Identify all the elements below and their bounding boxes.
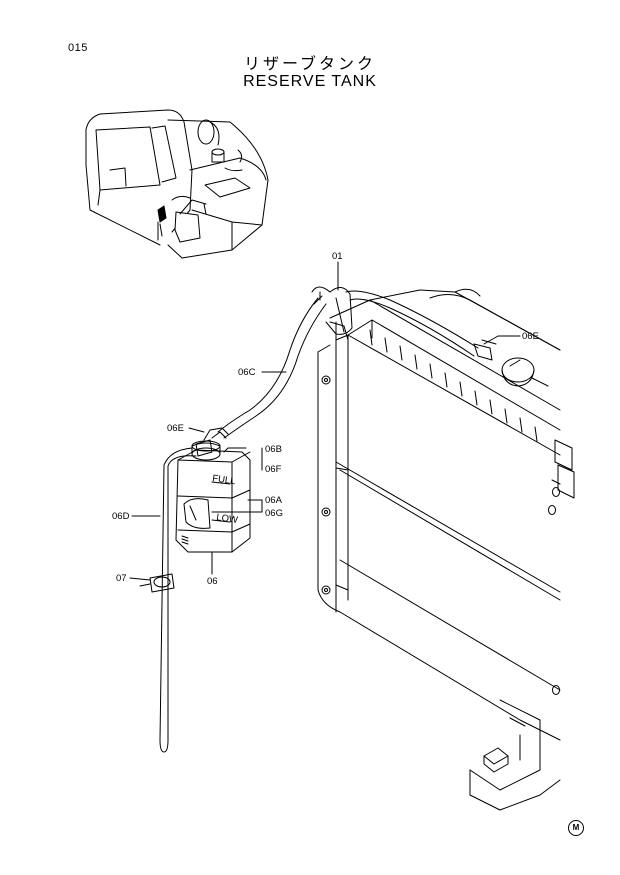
excavator-location-inset — [85, 109, 269, 259]
reserve-tank-06 — [175, 427, 251, 553]
page-title-japanese: リザーブタンク — [243, 54, 377, 73]
page-number: 015 — [68, 42, 88, 54]
callout-07: 07 — [116, 573, 127, 584]
callout-leaders — [129, 261, 521, 581]
callout-01: 01 — [332, 251, 343, 262]
callout-06a: 06A — [265, 495, 283, 506]
callout-06: 06 — [207, 576, 218, 587]
tank-low-mark: LOW — [216, 512, 239, 526]
callout-06f: 06F — [265, 464, 282, 475]
callout-06d: 06D — [112, 511, 130, 522]
callout-06b: 06B — [265, 444, 282, 455]
tank-full-mark: FULL — [212, 473, 237, 487]
drain-hose-06d — [139, 439, 213, 753]
callout-06c: 06C — [238, 367, 256, 378]
callout-06g: 06G — [265, 508, 283, 519]
overflow-hose-06c — [217, 286, 497, 439]
circled-m-mark: M — [568, 820, 584, 836]
page-title-english: RESERVE TANK — [243, 73, 377, 90]
radiator-assembly — [317, 288, 575, 811]
callout-06e-left: 06E — [167, 423, 184, 434]
callout-06e-top: 06E — [522, 331, 539, 342]
